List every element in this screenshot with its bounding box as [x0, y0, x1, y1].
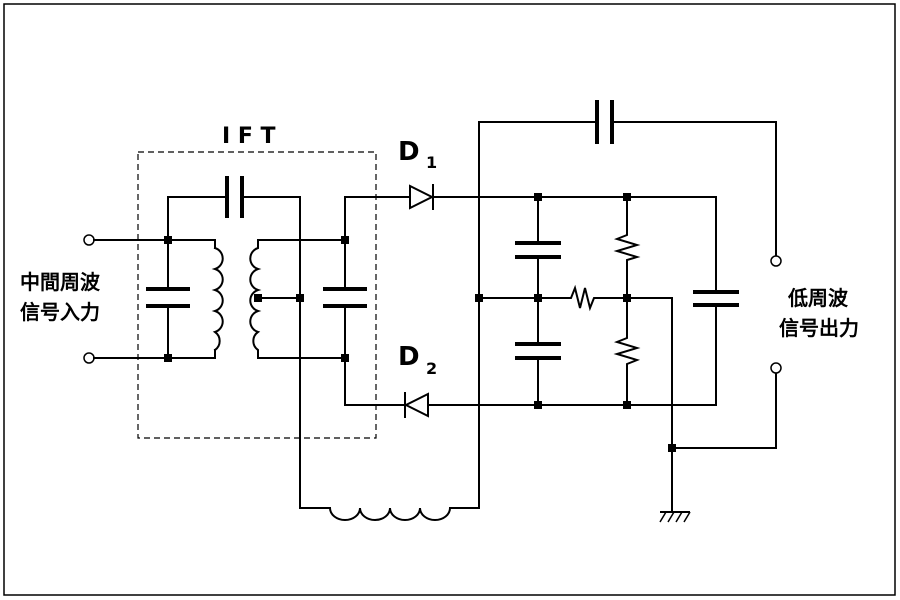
input-terminal-top [83, 234, 95, 246]
diode-d2 [344, 392, 717, 418]
primary-tank-capacitor [146, 287, 190, 308]
d1-label: D [398, 137, 420, 167]
secondary-tank-capacitor [323, 287, 367, 308]
d1-subscript: 1 [426, 153, 437, 172]
output-label-line2: 信号出力 [779, 316, 859, 340]
upper-detector-capacitor [515, 241, 561, 259]
output-terminal-bottom [770, 362, 782, 374]
series-resistor [567, 284, 597, 312]
upper-load-resistor [613, 231, 641, 263]
output-terminal-top [770, 255, 782, 267]
output-coupling-capacitor [595, 100, 614, 144]
ift-enclosure [137, 151, 377, 439]
d2-subscript: 2 [426, 359, 437, 378]
output-terminals [770, 255, 782, 374]
input-label-line2: 信号入力 [20, 300, 100, 324]
primary-coil [211, 246, 224, 352]
lower-detector-capacitor [515, 342, 561, 360]
d2-label: D [398, 342, 420, 372]
ift-coupling-capacitor [225, 176, 244, 218]
input-label-line1: 中間周波 [20, 270, 101, 294]
diagram-frame [3, 3, 896, 596]
ground-symbol [659, 511, 691, 523]
detector-wiring [299, 121, 777, 513]
tertiary-choke-coil [328, 506, 452, 521]
input-terminal-bottom [83, 352, 95, 364]
lower-load-resistor [613, 334, 641, 368]
junction-dots [164, 193, 676, 452]
secondary-coil [249, 239, 346, 359]
diode-d1 [344, 184, 717, 210]
input-wiring [93, 196, 301, 359]
input-terminals [83, 234, 95, 364]
ift-label: I F T [222, 124, 276, 149]
output-filter-capacitor [693, 290, 739, 307]
output-label-line1: 低周波 [787, 286, 849, 310]
